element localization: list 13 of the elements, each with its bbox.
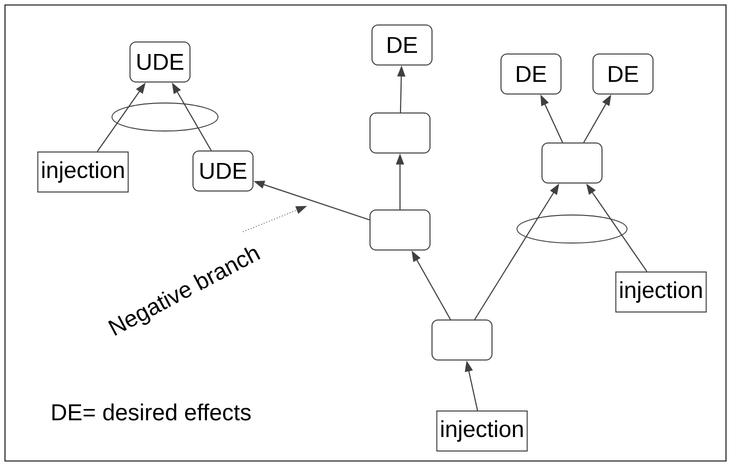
effect-box: DE	[592, 54, 654, 94]
effect-box: DE	[500, 54, 562, 94]
empty-box	[542, 142, 602, 184]
legend-note: DE= desired effects	[52, 404, 251, 420]
empty-box	[370, 210, 430, 250]
empty-box	[432, 320, 492, 360]
text-box: injection	[436, 410, 528, 452]
text-box: injection	[37, 152, 129, 192]
effect-box: UDE	[130, 42, 190, 82]
empty-box	[370, 112, 430, 154]
text-box: injection	[615, 272, 707, 312]
effect-box: DE	[372, 24, 432, 66]
effect-box: UDE	[192, 150, 254, 192]
